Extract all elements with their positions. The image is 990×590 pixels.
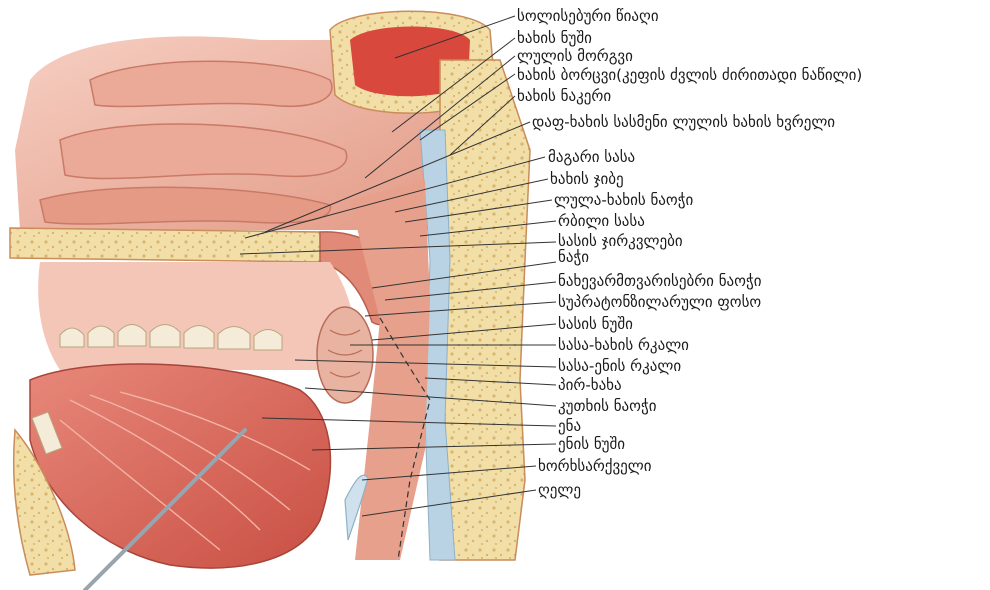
label-vallecula: ღელე — [538, 481, 581, 499]
hard-palate — [10, 228, 340, 262]
label-salpingopharyngeal-fold: ლულა-ხახის ნაოჭი — [554, 191, 694, 209]
label-oropharynx: პირ-ხახა — [558, 376, 622, 394]
label-triangular-fold: კუთხის ნაოჭი — [558, 397, 657, 415]
labels: სოლისებური წიაღი ხახის ნუში ლულის მორგვი… — [517, 7, 862, 499]
label-pharyngeal-tonsil: ხახის ნუში — [517, 29, 592, 47]
oral-cavity — [38, 262, 356, 370]
label-semilunar-fold: ნახევარმთვარისებრი ნაოჭი — [558, 272, 762, 290]
label-epiglottis: ხორხსარქველი — [538, 457, 652, 475]
label-pharyngeal-raphe: ხახის ნაკერი — [517, 87, 611, 105]
anatomy-illustration — [10, 11, 530, 590]
label-lingual-tonsil: ენის ნუში — [558, 435, 625, 453]
label-supratonsillar-fossa: სუპრატონზილარული ფოსო — [558, 293, 761, 311]
label-palatoglossal-arch: სასა-ენის რკალი — [558, 357, 681, 375]
label-pharyngeal-recess: ხახის ჯიბე — [550, 170, 624, 188]
label-soft-palate: რბილი სასა — [558, 212, 645, 230]
label-sphenoid-sinus: სოლისებური წიაღი — [517, 7, 659, 25]
label-uvula: ნაჭი — [558, 248, 589, 266]
tongue — [30, 364, 330, 568]
label-tongue: ენა — [558, 417, 581, 435]
label-hard-palate: მაგარი სასა — [548, 148, 635, 166]
label-palatine-tonsil: სასის ნუში — [558, 315, 633, 333]
label-eustachian-tube-opening: დაფ-ხახის სასმენი ლულის ხახის ხვრელი — [532, 113, 835, 131]
label-pharyngeal-tubercle: ხახის ბორცვი(კეფის ძვლის ძირითადი ნაწილი… — [517, 66, 862, 84]
label-palatopharyngeal-arch: სასა-ხახის რკალი — [558, 336, 689, 354]
label-torus-tubarius: ლულის მორგვი — [517, 47, 633, 65]
